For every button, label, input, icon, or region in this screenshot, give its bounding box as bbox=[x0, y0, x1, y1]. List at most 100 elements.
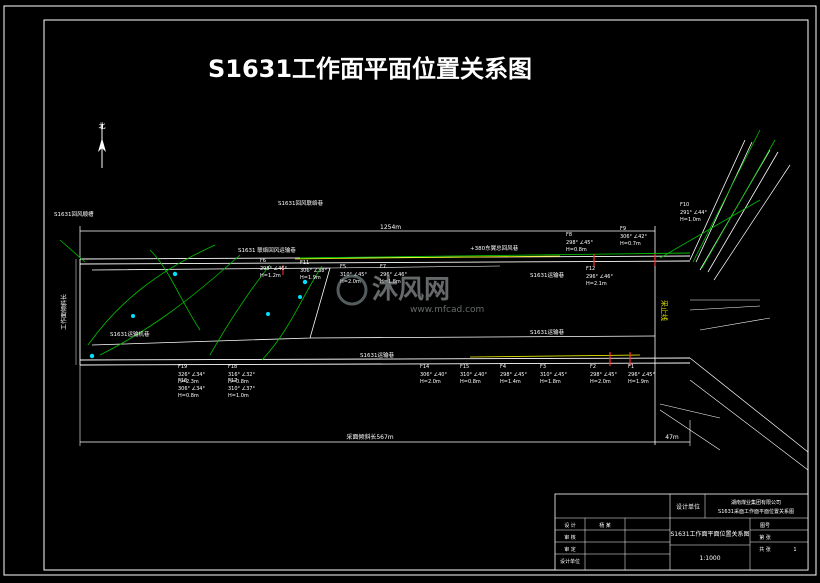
fault-throw: H=2.0m bbox=[420, 379, 441, 385]
fault-dip: 310° ∠40° bbox=[460, 372, 487, 378]
fault-throw: H=2.3m bbox=[178, 379, 199, 385]
fault-name: F18 bbox=[228, 364, 237, 370]
drawing-title: S1631工作面平面位置关系图 bbox=[208, 55, 532, 83]
fault-dip: 316° ∠32° bbox=[228, 372, 255, 378]
sheet-number: 1 bbox=[793, 547, 796, 553]
inner-frame bbox=[43, 19, 809, 571]
inner-lane-line bbox=[309, 335, 656, 339]
fault-throw: H=0.7m bbox=[620, 241, 641, 247]
fault-name: F15 bbox=[460, 364, 469, 370]
row-role-2: 审 核 bbox=[564, 534, 576, 541]
fault-annotation: F10 291° ∠44°H=1.0m bbox=[680, 202, 707, 223]
fault-throw: H=0.8m bbox=[460, 379, 481, 385]
right-roadways bbox=[659, 139, 809, 471]
fault-name: F1 bbox=[628, 364, 634, 370]
fault-dip: 296° ∠45° bbox=[628, 372, 655, 378]
sheet-label: 第 张 bbox=[759, 534, 771, 541]
fault-name: F19 bbox=[178, 364, 187, 370]
outer-frame bbox=[3, 5, 817, 576]
title-block: 设计单位 湖南煤业集团有限公司 S1631采面工作面平面位置关系图 设 计 杨 … bbox=[554, 493, 809, 571]
fault-throw: H=0.8m bbox=[178, 393, 199, 399]
fault-dip: 306° ∠40° bbox=[420, 372, 447, 378]
fault-name: F12 bbox=[586, 266, 595, 272]
fault-throw: H=1.9m bbox=[300, 275, 321, 281]
wind-lane-label: S1631回风联络巷 bbox=[278, 199, 323, 207]
fault-name: F10 bbox=[680, 202, 689, 208]
fault-name: F6 bbox=[260, 258, 266, 264]
row-name-1: 杨 某 bbox=[599, 522, 611, 529]
north-label: 北 bbox=[99, 122, 106, 130]
fault-dip: 291° ∠44° bbox=[680, 210, 707, 216]
highlights bbox=[282, 254, 656, 366]
top-dim-label: 1254m bbox=[380, 224, 401, 231]
middle-right-label: S1631运输巷 bbox=[530, 271, 564, 279]
fault-name: F9 bbox=[620, 226, 626, 232]
right-green-roadways bbox=[299, 129, 776, 269]
fault-throw: H=2.1m bbox=[586, 281, 607, 287]
fault-annotation: F11 306° ∠38°H=1.9m bbox=[300, 260, 327, 281]
row-role-1: 设 计 bbox=[564, 522, 576, 529]
designer-unit-label: 设计单位 bbox=[676, 503, 700, 511]
fault-dip: 296° ∠46° bbox=[586, 274, 613, 280]
fault-dip: 310° ∠45° bbox=[540, 372, 567, 378]
fault-throw: H=1.0m bbox=[680, 217, 701, 223]
company-name: 湖南煤业集团有限公司 bbox=[731, 499, 781, 506]
fault-name: F11 bbox=[300, 260, 309, 266]
fault-name: F17 bbox=[228, 378, 237, 384]
lower-roadway bbox=[79, 357, 691, 366]
left-side-label: 工作面倾斜长 bbox=[60, 294, 68, 330]
fault-lines bbox=[59, 239, 323, 361]
row-role-4: 设计单位 bbox=[560, 558, 580, 565]
fault-dip: 298° ∠45° bbox=[590, 372, 617, 378]
scale: 1:1000 bbox=[699, 555, 720, 562]
fault-name: F16 bbox=[178, 378, 187, 384]
fault-dip: 298° ∠45° bbox=[566, 240, 593, 246]
watermark-brand: 沐风网 bbox=[372, 275, 450, 305]
fault-dip: 298° ∠45° bbox=[500, 372, 527, 378]
fault-throw: H=2.0m bbox=[590, 379, 611, 385]
watermark-url: www.mfcad.com bbox=[410, 305, 484, 315]
fault-annotation: F15 310° ∠40°H=0.8m bbox=[460, 364, 487, 385]
sheet-total: 共 张 bbox=[759, 546, 771, 553]
fault-annotation: F9 306° ∠42°H=0.7m bbox=[620, 226, 647, 247]
fault-dip: 306° ∠42° bbox=[620, 234, 647, 240]
stop-line-label: 采止线 bbox=[660, 300, 669, 321]
fault-throw: H=2.0m bbox=[340, 279, 361, 285]
fault-throw: H=0.8m bbox=[228, 379, 249, 385]
fault-throw: H=1.8m bbox=[380, 279, 401, 285]
fault-annotation: F18 316° ∠32°H=0.8m bbox=[228, 364, 255, 385]
fault-dip: 296° ∠46° bbox=[380, 272, 407, 278]
bottom-dim-label: 采面倾斜长567m bbox=[346, 433, 393, 441]
fault-throw: H=1.2m bbox=[260, 273, 281, 279]
fault-annotation: F1 296° ∠45°H=1.9m bbox=[628, 364, 655, 385]
top-right-lane-label: +380东翼总回风巷 bbox=[470, 244, 519, 252]
fault-throw: H=1.9m bbox=[628, 379, 649, 385]
water-points bbox=[89, 271, 308, 359]
top-lane-label: S1631 联络回风运输巷 bbox=[238, 246, 296, 254]
fault-dip: 326° ∠34° bbox=[178, 372, 205, 378]
fault-annotation: F2 298° ∠45°H=2.0m bbox=[590, 364, 617, 385]
fault-dip: 306° ∠38° bbox=[300, 268, 327, 274]
fault-name: F4 bbox=[500, 364, 506, 370]
fault-throw: H=1.0m bbox=[228, 393, 249, 399]
north-arrow-icon: 北 bbox=[98, 122, 106, 168]
fault-throw: H=1.8m bbox=[540, 379, 561, 385]
bottom-dimension: 采面倾斜长567m 47m bbox=[79, 365, 691, 446]
drawing-name: S1631工作面平面位置关系图 bbox=[670, 530, 749, 538]
fault-name: F2 bbox=[590, 364, 596, 370]
bottom-lane-label: S1631运输巷 bbox=[360, 351, 394, 359]
bottom-right-dim: 47m bbox=[665, 434, 679, 441]
inner-left-label: S1631运输机巷 bbox=[110, 330, 150, 338]
fault-name: F5 bbox=[340, 264, 346, 270]
inner-lane-label: S1631运输巷 bbox=[530, 328, 564, 336]
fault-name: F7 bbox=[380, 264, 386, 270]
